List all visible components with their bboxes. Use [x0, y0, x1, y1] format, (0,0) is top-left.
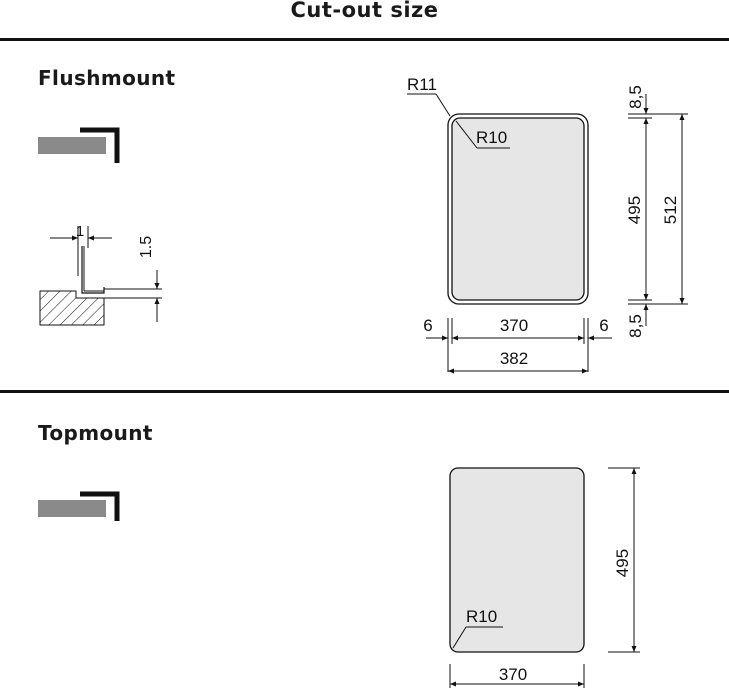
detail-depth-label: 1.5	[138, 236, 155, 258]
flushmount-inner-height: 495	[625, 196, 644, 224]
flushmount-top-offset: 8,5	[626, 85, 645, 109]
page-title: Cut-out size	[290, 0, 439, 22]
flushmount-outer-width: 382	[500, 349, 528, 368]
topmount-label: Topmount	[38, 421, 153, 445]
flushmount-bottom-offset: 8,5	[626, 314, 645, 338]
detail-gap-label: 1	[76, 223, 84, 240]
topmount-height: 495	[613, 549, 632, 577]
flushmount-left-offset: 6	[423, 316, 432, 335]
topmount-outline	[449, 467, 585, 653]
topmount-cutout-drawing: R10 495 370	[449, 467, 640, 688]
flushmount-section-detail: 1 1.5	[39, 223, 162, 326]
section-divider-middle	[0, 390, 729, 393]
flushmount-profile-icon	[38, 127, 120, 163]
flushmount-right-offset: 6	[599, 316, 608, 335]
flushmount-inner-width: 370	[500, 316, 528, 335]
flushmount-outer-outline	[447, 113, 589, 305]
flushmount-outer-radius: R11	[407, 75, 437, 94]
section-divider-top	[0, 38, 729, 41]
flushmount-outer-height: 512	[661, 196, 680, 224]
topmount-width: 370	[499, 665, 527, 684]
flushmount-label: Flushmount	[38, 66, 176, 90]
flushmount-inner-outline	[451, 117, 585, 301]
flushmount-inner-radius: R10	[476, 128, 507, 147]
topmount-profile-icon	[38, 491, 120, 521]
flushmount-cutout-drawing: R11 R10 8,5 495 8,5 512	[407, 75, 688, 374]
topmount-radius: R10	[466, 607, 497, 626]
